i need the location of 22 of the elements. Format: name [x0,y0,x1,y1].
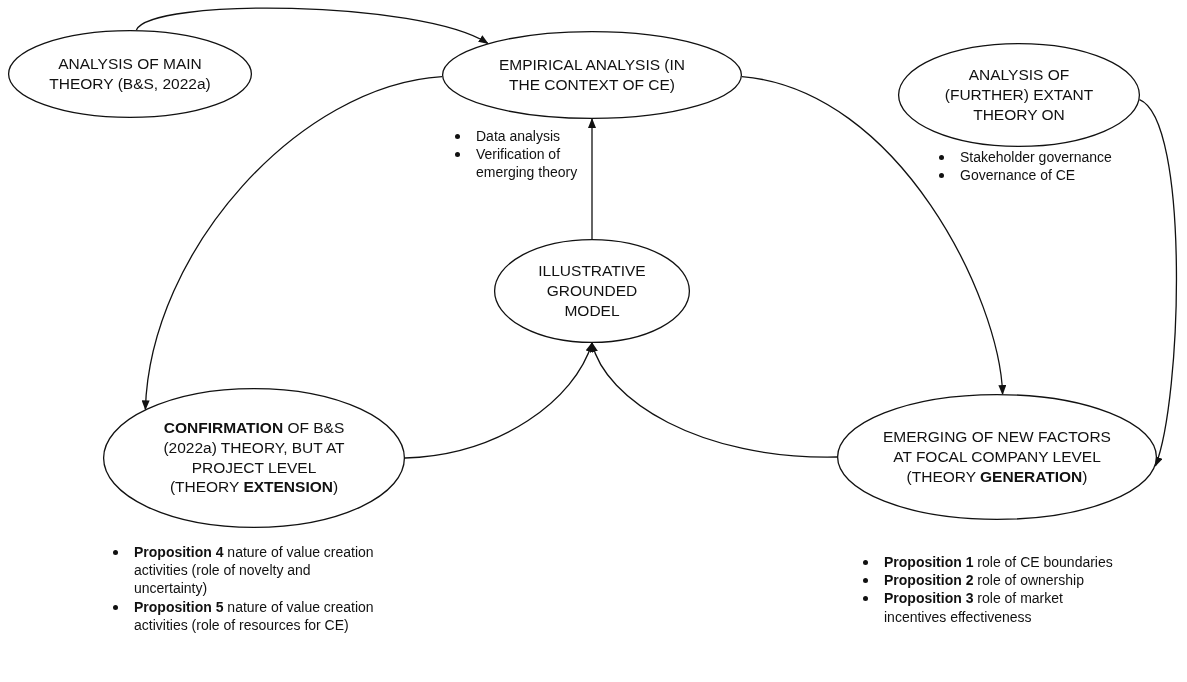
bullet-item: Proposition 2 role of ownership [884,571,1085,590]
arrow [142,75,443,411]
bullet-item: Proposition 5 nature of value creation activities (role of resources for CE) [134,597,375,634]
node-label: ANALYSIS OF MAIN THEORY (B&S, 2022a) [48,54,212,94]
bullet-item: Proposition 1 role of CE boundaries [884,553,1114,572]
node-label: ILLUSTRATIVE GROUNDED MODEL [537,261,647,321]
arrow [741,75,1006,396]
bullet-item: Stakeholder governance [960,148,1113,167]
bullet-item: Proposition 4 nature of value creation activities (role of novelty and uncertainty) [134,543,375,598]
arrow [404,342,593,459]
bullet-item: Governance of CE [960,166,1077,185]
bullet-item: Data analysis [476,127,562,146]
bullet-item: Verification of emerging theory [476,145,579,182]
node-label: EMERGING OF NEW FACTORS AT FOCAL COMPANY LEVEL (THEORY GENERATION) [882,427,1112,487]
node-label: EMPIRICAL ANALYSIS (IN THE CONTEXT OF CE) [497,55,687,95]
arrow [135,7,489,44]
node-label: ANALYSIS OF (FURTHER) EXTANT THEORY ON [944,65,1094,125]
arrow [1138,98,1177,467]
bullet-item: Proposition 3 role of market incentives effectiveness [884,589,1064,626]
node-label: CONFIRMATION OF B&S (2022a) THEORY, BUT AT PROJECT LEVEL (THEORY EXTENSION) [162,418,346,498]
arrow [591,342,838,458]
arrow [588,118,596,240]
